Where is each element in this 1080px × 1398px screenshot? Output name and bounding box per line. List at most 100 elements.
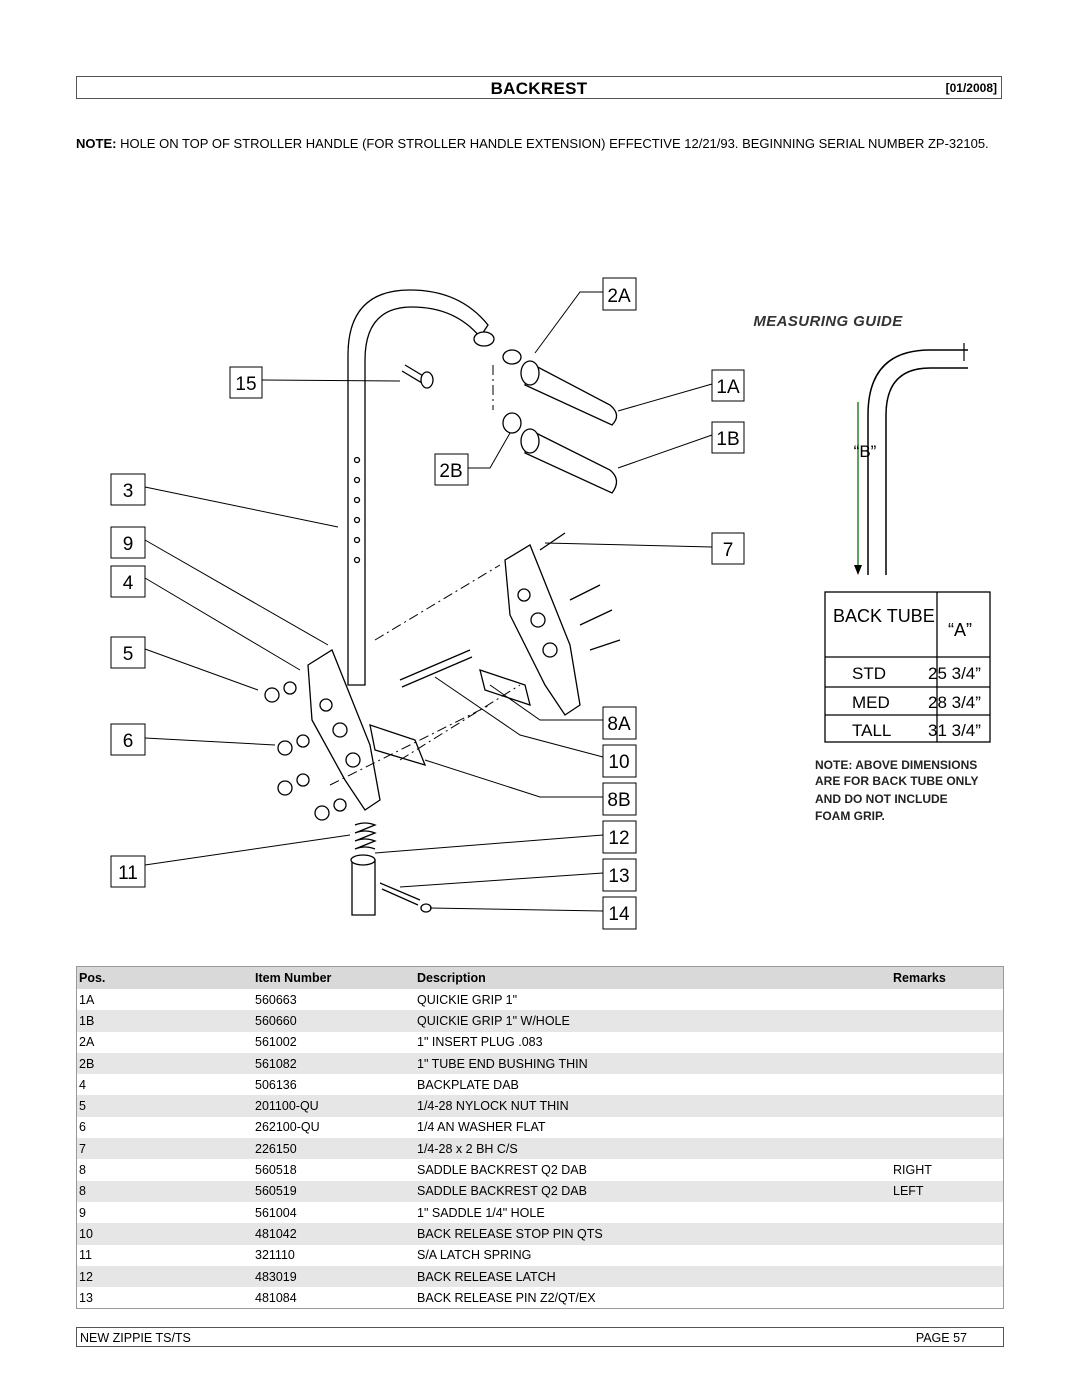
table-row: 12 483019 BACK RELEASE LATCH [77, 1265, 1003, 1288]
page-header: BACKREST [01/2008] [76, 76, 1002, 99]
cell-item-number: 226150 [255, 1141, 297, 1156]
cell-description: QUICKIE GRIP 1" [417, 992, 518, 1007]
callout-8A: 8A [607, 714, 631, 735]
cell-description: SADDLE BACKREST Q2 DAB [417, 1163, 587, 1178]
cell-description: 1/4-28 NYLOCK NUT THIN [417, 1099, 569, 1114]
table-row: 13 481084 BACK RELEASE PIN Z2/QT/EX [77, 1287, 1003, 1308]
cell-pos: 13 [79, 1290, 93, 1305]
cell-pos: 11 [79, 1248, 92, 1263]
cell-pos: 12 [79, 1269, 93, 1284]
callout-4: 4 [123, 573, 134, 594]
exploded-parts-diagram: 2A 15 1A 1B 2B 3 9 4 5 7 6 8A 10 8B 12 1… [110, 277, 991, 930]
callout-15: 15 [235, 374, 256, 395]
cell-description: SADDLE BACKREST Q2 DAB [417, 1184, 587, 1199]
value-med: 28 3/4” [928, 693, 981, 712]
callout-2A: 2A [607, 286, 631, 307]
cell-description: 1/4 AN WASHER FLAT [417, 1120, 546, 1135]
cell-pos: 1A [79, 992, 95, 1007]
cell-pos: 4 [79, 1077, 86, 1092]
cell-remarks: LEFT [893, 1184, 924, 1199]
cell-item-number: 262100-QU [255, 1120, 320, 1135]
cell-pos: 1B [79, 1013, 95, 1028]
cell-pos: 5 [79, 1099, 86, 1114]
note-text: HOLE ON TOP OF STROLLER HANDLE (FOR STRO… [120, 136, 989, 151]
cell-pos: 7 [79, 1141, 86, 1156]
cell-item-number: 560660 [255, 1013, 297, 1028]
a-dimension-header: “A” [948, 620, 972, 640]
guide-note-line-3: AND DO NOT INCLUDE [815, 792, 948, 806]
cell-item-number: 561082 [255, 1056, 297, 1071]
callout-13: 13 [608, 866, 629, 887]
size-med: MED [852, 693, 890, 712]
page-title: BACKREST [490, 79, 588, 98]
callout-2B: 2B [439, 461, 462, 482]
cell-remarks: RIGHT [893, 1163, 932, 1178]
callout-8B: 8B [607, 790, 630, 811]
svg-text:NOTE: ABOVE DIMENSIONS: NOTE: ABOVE DIMENSIONS [815, 758, 977, 772]
table-body: 1A 560663 QUICKIE GRIP 1" 1B 560660 QUICKIE G… [77, 989, 1003, 1308]
callout-5: 5 [123, 644, 134, 665]
cell-description: S/A LATCH SPRING [417, 1248, 532, 1263]
cell-pos: 9 [79, 1205, 86, 1220]
cell-pos: 8 [79, 1163, 86, 1178]
table-header-row: Pos. Item Number Description Remarks [77, 967, 1003, 989]
cell-description: BACK RELEASE LATCH [417, 1269, 556, 1284]
cell-description: 1" TUBE END BUSHING THIN [417, 1056, 588, 1071]
table-row: 7 226150 1/4-28 x 2 BH C/S [77, 1138, 1003, 1160]
callout-3: 3 [123, 481, 134, 502]
footer-page-number: PAGE 57 [915, 1331, 967, 1345]
cell-item-number: 560519 [255, 1184, 297, 1199]
cell-item-number: 201100-QU [255, 1099, 319, 1114]
table-row: 1B 560660 QUICKIE GRIP 1" W/HOLE [77, 1010, 1003, 1032]
size-tall: TALL [852, 721, 891, 740]
cell-description: BACK RELEASE PIN Z2/QT/EX [417, 1290, 596, 1305]
table-row: 5 201100-QU 1/4-28 NYLOCK NUT THIN [77, 1095, 1003, 1117]
footer-product-name: NEW ZIPPIE TS/TS [80, 1331, 191, 1345]
col-header-description: Description [417, 971, 486, 985]
cell-pos: 8 [79, 1184, 86, 1199]
measuring-guide: MEASURING GUIDE “B” BACK TUBE “A” STD 25… [753, 313, 991, 823]
size-std: STD [852, 664, 886, 683]
table-row: 8 560519 SADDLE BACKREST Q2 DAB LEFT [77, 1180, 1003, 1202]
cell-item-number: 321110 [255, 1248, 295, 1263]
cell-item-number: 561002 [255, 1035, 297, 1050]
cell-pos: 10 [79, 1226, 93, 1241]
cell-description: 1" INSERT PLUG .083 [417, 1035, 543, 1050]
table-row: 6 262100-QU 1/4 AN WASHER FLAT [77, 1117, 1003, 1138]
value-tall: 31 3/4” [928, 721, 981, 740]
col-header-item-number: Item Number [255, 971, 332, 985]
table-row: 2B 561082 1" TUBE END BUSHING THIN [77, 1052, 1003, 1075]
callout-1B: 1B [716, 429, 739, 450]
value-std: 25 3/4” [928, 664, 981, 683]
cell-item-number: 560663 [255, 992, 297, 1007]
page-footer: NEW ZIPPIE TS/TS PAGE 57 [76, 1327, 1004, 1347]
cell-item-number: 560518 [255, 1163, 297, 1178]
cell-description: QUICKIE GRIP 1" W/HOLE [417, 1013, 570, 1028]
callout-7: 7 [723, 540, 734, 561]
back-tube-header: BACK TUBE [833, 606, 935, 626]
table-row: 1A 560663 QUICKIE GRIP 1" [77, 989, 1003, 1010]
parts-table: Pos. Item Number Description Remarks 1A 5… [76, 966, 1004, 1310]
cell-pos: 6 [79, 1120, 86, 1135]
measuring-guide-title: MEASURING GUIDE [753, 313, 903, 330]
cell-pos: 2B [79, 1056, 95, 1071]
callout-14: 14 [608, 904, 630, 925]
cell-description: 1" SADDLE 1/4" HOLE [417, 1205, 545, 1220]
cell-description: 1/4-28 x 2 BH C/S [417, 1141, 518, 1156]
cell-description: BACK RELEASE STOP PIN QTS [417, 1226, 603, 1241]
cell-item-number: 483019 [255, 1269, 297, 1284]
note-label: NOTE: [76, 136, 117, 151]
cell-item-number: 506136 [255, 1077, 297, 1092]
cell-pos: 2A [79, 1035, 95, 1050]
revision-date: [01/2008] [945, 81, 997, 95]
table-row: 11 321110 S/A LATCH SPRING [77, 1245, 1003, 1266]
callout-6: 6 [123, 731, 134, 752]
guide-note-line-4: FOAM GRIP. [815, 809, 885, 823]
serial-note: NOTE: HOLE ON TOP OF STROLLER HANDLE (FO… [76, 135, 1006, 153]
col-header-remarks: Remarks [893, 971, 946, 985]
guide-note-label: NOTE: [815, 758, 852, 772]
cell-item-number: 481084 [255, 1290, 297, 1305]
